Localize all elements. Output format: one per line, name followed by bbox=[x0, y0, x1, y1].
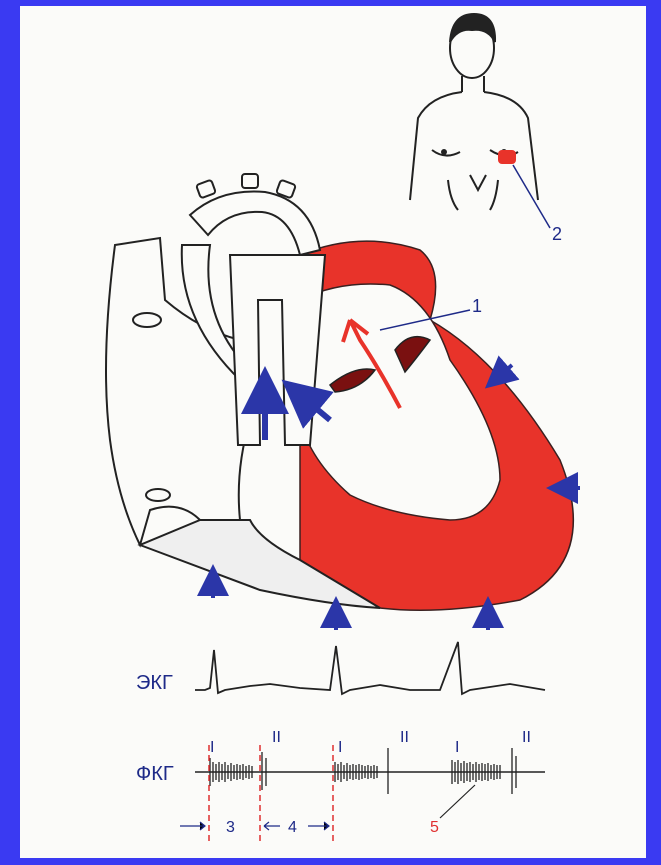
pcg-tone-1-b: I bbox=[338, 739, 342, 756]
murmur-label-5: 5 bbox=[430, 819, 439, 836]
interval-arrows bbox=[180, 822, 329, 830]
ecg-trace bbox=[195, 642, 545, 694]
patient-torso-illustration bbox=[410, 14, 538, 210]
callout-label-2: 2 bbox=[552, 224, 562, 244]
ecg-label: ЭКГ bbox=[136, 672, 173, 694]
pcg-label: ФКГ bbox=[136, 763, 174, 785]
pcg-tone-1-c: I bbox=[455, 739, 459, 756]
pcg-tone-1-a: I bbox=[210, 739, 214, 756]
interval-label-3: 3 bbox=[226, 819, 235, 836]
pcg-tone-2-a: II bbox=[272, 729, 281, 746]
interval-label-4: 4 bbox=[288, 819, 297, 836]
callout-label-1: 1 bbox=[472, 296, 482, 316]
auscultation-point-marker bbox=[498, 150, 516, 164]
pcg-tone-2-c: II bbox=[522, 729, 531, 746]
callout-line-2 bbox=[513, 165, 550, 228]
pcg-tone-2-b: II bbox=[400, 729, 409, 746]
murmur-callout-line bbox=[440, 785, 475, 818]
pcg-bursts bbox=[210, 748, 516, 794]
patient-abdomen bbox=[448, 180, 498, 210]
